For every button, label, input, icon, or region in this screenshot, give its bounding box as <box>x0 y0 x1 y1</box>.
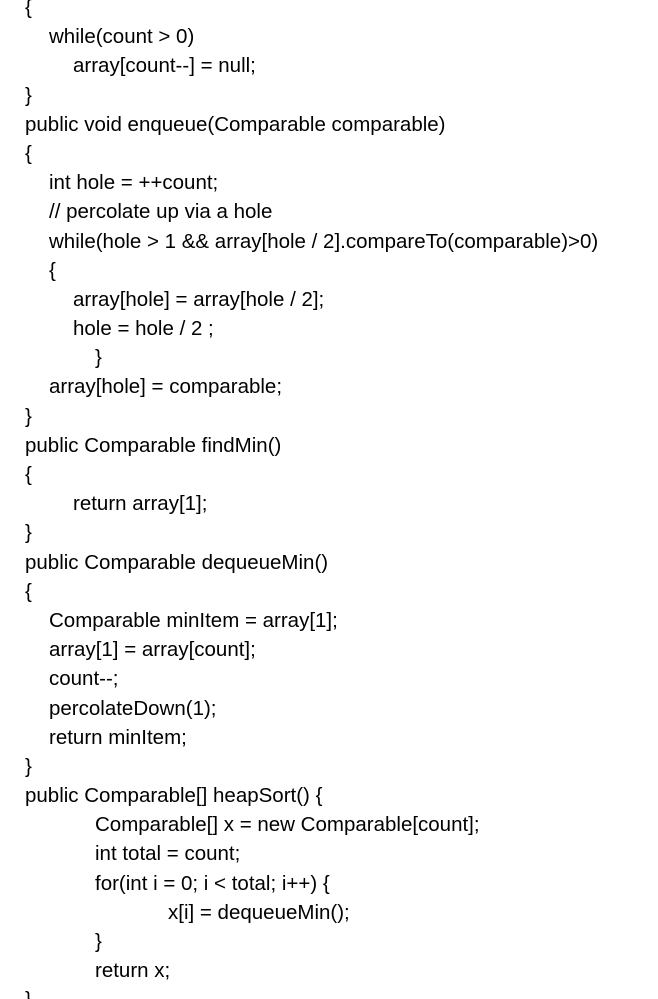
code-line: } <box>25 754 32 778</box>
code-line: while(count > 0) <box>49 25 195 49</box>
code-line: public Comparable[] heapSort() { <box>25 784 323 808</box>
code-line: Comparable minItem = array[1]; <box>49 608 338 632</box>
code-line: array[hole] = comparable; <box>49 375 283 399</box>
code-line: } <box>95 346 102 370</box>
code-line: } <box>0 985 658 999</box>
code-line: public Comparable dequeueMin() <box>25 550 329 574</box>
code-line: return x; <box>95 959 171 983</box>
code-line: hole = hole / 2 ; <box>73 317 214 341</box>
code-line: } <box>25 521 32 545</box>
code-line: array[1] = array[count]; <box>49 638 256 662</box>
code-line: { <box>25 463 32 486</box>
code-line: { <box>25 0 32 19</box>
code-line: { <box>25 579 32 603</box>
code-line: count--; <box>49 667 119 691</box>
code-line: x[i] = dequeueMin(); <box>168 900 350 924</box>
code-line: } <box>25 83 32 107</box>
code-line: public Comparable findMin() <box>25 433 282 457</box>
code-line: { <box>49 258 56 282</box>
code-line: } <box>95 930 102 953</box>
code-line: { <box>25 141 32 165</box>
code-line: int hole = ++count; <box>49 171 219 195</box>
code-line: for(int i = 0; i < total; i++) { <box>95 871 330 895</box>
code-line: array[count--] = null; <box>73 54 256 78</box>
code-line: while(hole > 1 && array[hole / 2].compar… <box>49 229 599 253</box>
code-line: // percolate up via a hole <box>49 200 273 224</box>
code-line: return minItem; <box>49 725 187 749</box>
code-line: array[hole] = array[hole / 2]; <box>73 287 325 311</box>
code-line: public void enqueue(Comparable comparabl… <box>25 112 446 136</box>
code-line: int total = count; <box>95 842 241 866</box>
code-line: percolateDown(1); <box>49 696 217 720</box>
code-line: } <box>25 404 32 428</box>
code-line: Comparable[] x = new Comparable[count]; <box>95 813 480 837</box>
code-line: return array[1]; <box>73 492 208 516</box>
